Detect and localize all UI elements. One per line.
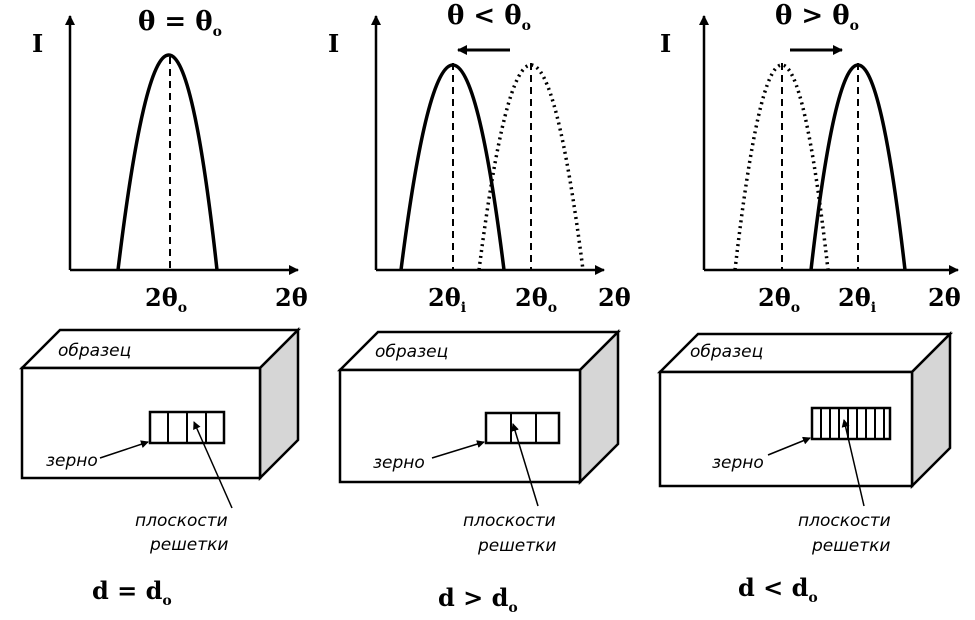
panel-2-dotted-peak — [477, 63, 585, 271]
panel-1-peak-label: 2θo — [145, 283, 187, 316]
panel-1-y-label: I — [32, 29, 43, 58]
panel-1: I 2θ θ = θo 2θo образец зерно плоскости — [18, 7, 308, 609]
panel-3-sample-label: образец — [690, 342, 763, 362]
panel-1-planes-label-line1: плоскости — [135, 511, 228, 531]
panel-3-spacing-relation: d < do — [738, 573, 818, 606]
panel-2-y-label: I — [328, 29, 339, 58]
panel-3-peak-label-o: 2θo — [758, 283, 800, 316]
panel-3-grain — [810, 406, 892, 441]
panel-2-grain — [484, 411, 561, 445]
panel-3-grain-pointer — [767, 436, 811, 456]
panel-1-grain-pointer — [99, 440, 149, 459]
panel-2-solid-peak — [399, 63, 506, 271]
panel-3-x-label: 2θ — [928, 283, 961, 312]
panel-3-peak-label-i: 2θi — [838, 283, 876, 316]
panel-3-grain-label: зерно — [712, 453, 764, 473]
panel-2-peak-label-o: 2θo — [515, 283, 557, 316]
panel-1-condition: θ = θo — [138, 7, 222, 40]
panel-1-grain — [148, 410, 226, 445]
panel-1-planes-pointer — [193, 421, 233, 509]
panel-1-sample-label: образец — [58, 341, 131, 361]
panel-1-peak-curve — [116, 53, 219, 271]
panel-2-planes-pointer — [511, 423, 539, 507]
panel-1-x-label: 2θ — [275, 283, 308, 312]
panel-2-sample-label: образец — [375, 342, 448, 362]
panel-3-planes-label-line1: плоскости — [798, 511, 891, 531]
panel-2-planes-label-line2: решетки — [477, 536, 556, 556]
panel-3-planes-label-line2: решетки — [811, 536, 890, 556]
panel-3: I 2θ θ > θo 2θo 2θi образец — [656, 1, 961, 606]
panel-2-x-label: 2θ — [598, 283, 631, 312]
panel-3-y-label: I — [660, 29, 671, 58]
panel-1-spacing-relation: d = do — [92, 576, 172, 609]
panel-1-planes-label-line2: решетки — [149, 535, 228, 555]
panel-2-grain-pointer — [431, 440, 485, 459]
panel-2-peak-label-i: 2θi — [428, 283, 466, 316]
panel-2: I 2θ θ < θo 2θi 2θo образец зерно плоск — [328, 1, 631, 616]
panel-3-planes-pointer — [841, 419, 865, 507]
panel-2-condition: θ < θo — [447, 1, 531, 34]
panel-3-sample-box — [656, 330, 954, 490]
panel-2-spacing-relation: d > do — [438, 583, 518, 616]
panel-3-condition: θ > θo — [775, 1, 859, 34]
panel-1-grain-label: зерно — [46, 451, 98, 471]
panel-2-grain-label: зерно — [373, 453, 425, 473]
panel-2-planes-label-line1: плоскости — [463, 511, 556, 531]
